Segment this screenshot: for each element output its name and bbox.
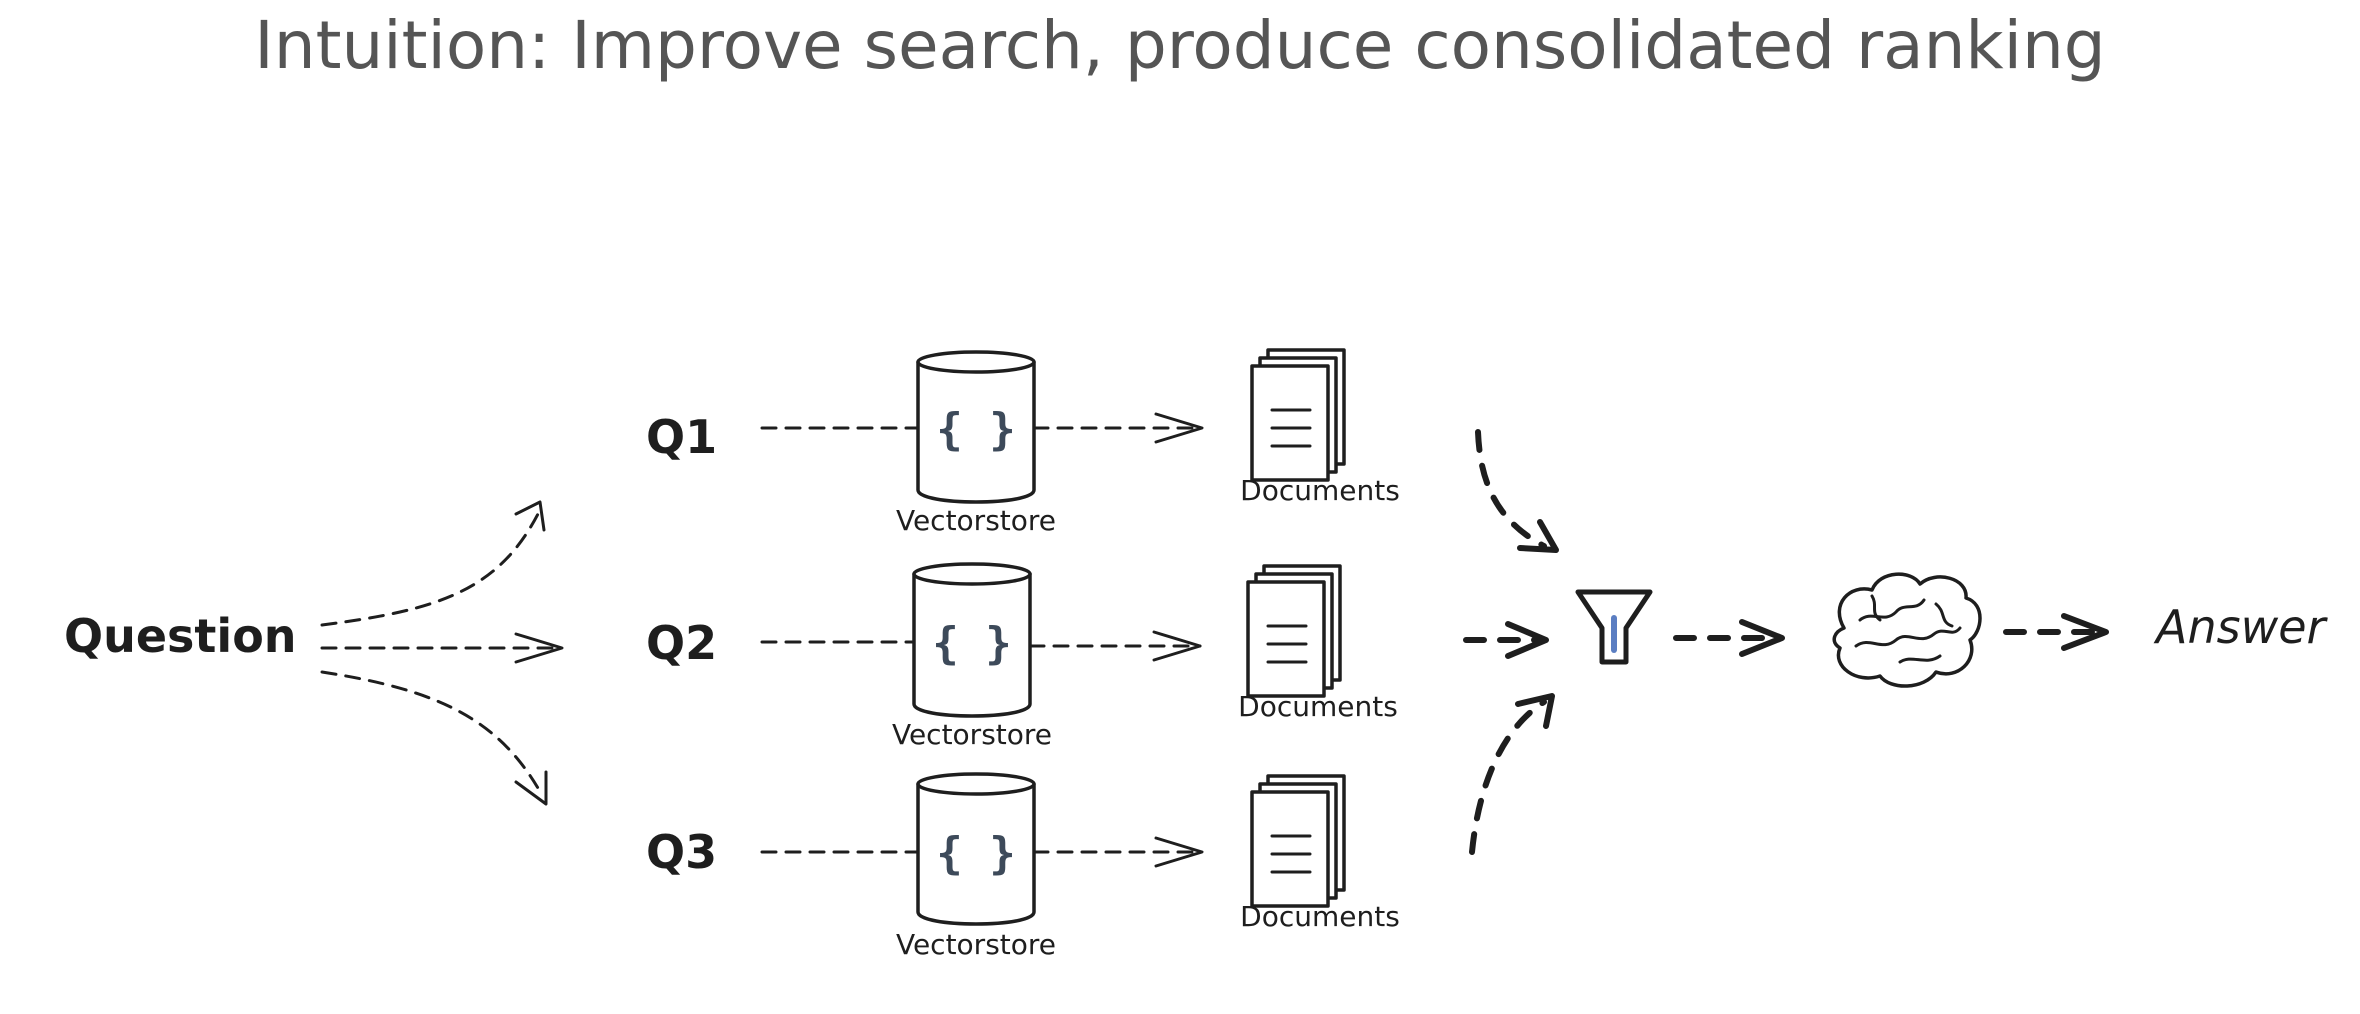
answer-label: Answer	[2153, 600, 2329, 654]
query-row-1: Q1 { } Vectorstore Documents	[646, 348, 1400, 537]
database-cylinder-icon: { }	[916, 772, 1036, 926]
documents-to-filter-arrows	[1463, 429, 1559, 855]
query-row-2: Q2 { } Vectorstore Documents	[646, 562, 1398, 751]
page-title: Intuition: Improve search, produce conso…	[254, 7, 2105, 84]
vectorstore-symbol: { }	[932, 618, 1011, 669]
documents-label: Documents	[1240, 474, 1400, 507]
llm-to-answer-arrow	[2003, 613, 2109, 651]
document-stack-icon	[1250, 348, 1346, 482]
vectorstore-symbol: { }	[936, 404, 1015, 455]
brain-icon	[1832, 572, 1982, 688]
query-label-q1: Q1	[646, 410, 717, 464]
documents-label: Documents	[1238, 690, 1398, 723]
filter-to-llm-arrow	[1673, 619, 1785, 657]
document-stack-icon	[1246, 564, 1342, 698]
document-stack-icon	[1250, 774, 1346, 908]
question-label: Question	[64, 609, 297, 663]
question-to-query-arrows	[320, 500, 564, 806]
vectorstore-symbol: { }	[936, 828, 1015, 879]
query-label-q2: Q2	[646, 616, 717, 670]
database-cylinder-icon: { }	[916, 350, 1036, 504]
funnel-filter-icon	[1575, 589, 1653, 665]
vectorstore-label: Vectorstore	[892, 718, 1052, 751]
vectorstore-label: Vectorstore	[896, 928, 1056, 961]
vectorstore-label: Vectorstore	[896, 504, 1056, 537]
database-cylinder-icon: { }	[912, 562, 1032, 718]
query-row-3: Q3 { } Vectorstore Documents	[646, 772, 1400, 961]
query-label-q3: Q3	[646, 825, 717, 879]
documents-label: Documents	[1240, 900, 1400, 933]
